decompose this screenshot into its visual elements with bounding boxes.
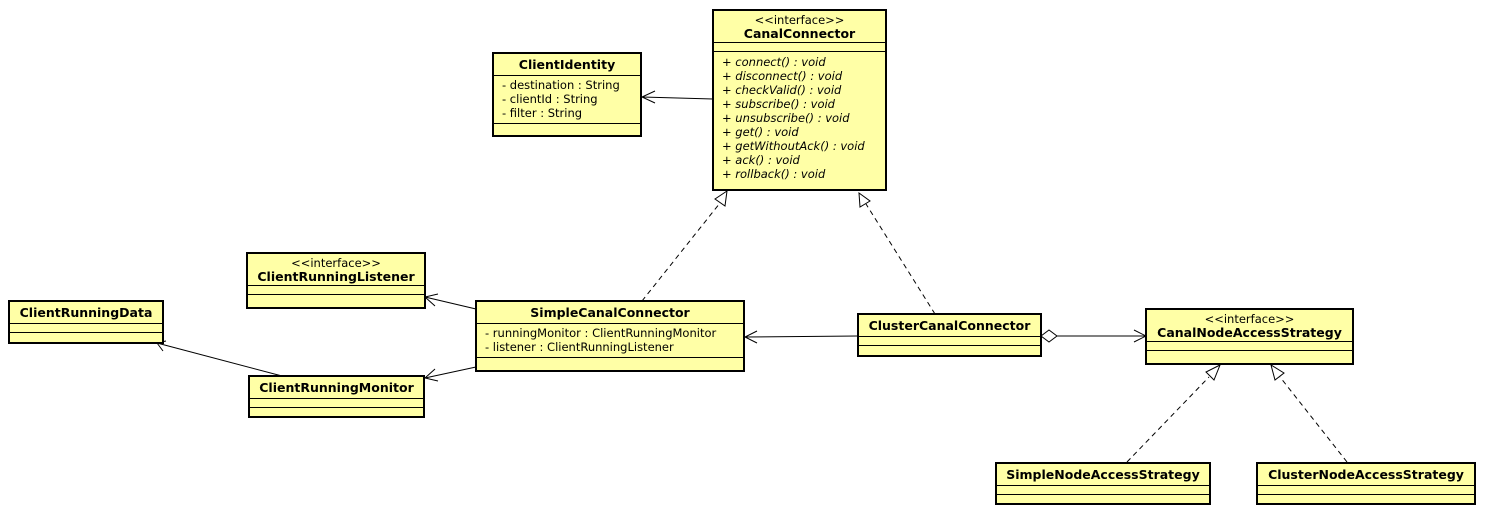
class-header: ClientRunningData [10,302,162,323]
class-header: ClientRunningMonitor [250,377,423,398]
relationship-simplenodeaccessstrategy-realizes-canalnodeaccessstrategy [1126,363,1221,463]
operation: + checkValid() : void [722,83,842,97]
attributes-compartment [250,398,423,407]
attributes-compartment [997,485,1209,494]
relationship-canalconnector-clientidentity [640,90,714,104]
operations-compartment [997,494,1209,500]
operation: + connect() : void [722,55,826,69]
class-clientrunninglistener: <<interface>> ClientRunningListener [246,252,426,309]
attributes-compartment [1147,341,1352,350]
class-header: ClusterCanalConnector [859,315,1040,336]
class-name: ClusterNodeAccessStrategy [1268,467,1464,482]
relationship-clustercanalconnector-simplecanalconnector [743,330,859,344]
operation: + getWithoutAck() : void [722,139,865,153]
operations-compartment [250,407,423,413]
class-clusternodeaccessstrategy: ClusterNodeAccessStrategy [1256,462,1476,505]
class-header: <<interface>> ClientRunningListener [248,254,424,285]
relationship-clustercanalconnector-aggregates-canalnodeaccessstrategy [1040,329,1148,343]
operation: + ack() : void [722,153,800,167]
attributes-compartment [714,42,885,51]
operations-compartment [248,294,424,300]
operations-compartment [10,332,162,338]
attributes-compartment [10,323,162,332]
operation: + rollback() : void [722,167,826,181]
attribute: - listener : ClientRunningListener [485,340,674,354]
relationship-clusternodeaccessstrategy-realizes-canalnodeaccessstrategy [1270,363,1348,463]
class-header: ClusterNodeAccessStrategy [1258,464,1474,485]
class-name: ClusterCanalConnector [868,318,1031,333]
class-stereotype: <<interface>> [291,256,381,270]
operation: + unsubscribe() : void [722,111,850,125]
class-simplenodeaccessstrategy: SimpleNodeAccessStrategy [995,462,1211,505]
class-stereotype: <<interface>> [754,13,845,27]
class-simplecanalconnector: SimpleCanalConnector - runningMonitor : … [475,300,745,372]
operations-compartment [1258,494,1474,500]
attribute: - filter : String [502,106,583,120]
attributes-compartment: - destination : String - clientId : Stri… [494,75,640,123]
class-name: CanalNodeAccessStrategy [1157,325,1342,340]
operation: + disconnect() : void [722,69,843,83]
attributes-compartment [859,336,1040,345]
class-name: ClientRunningData [19,305,153,320]
operations-compartment [1147,350,1352,356]
operation: + get() : void [722,125,799,139]
operations-compartment [859,345,1040,351]
class-name: ClientRunningMonitor [259,380,414,395]
class-header: SimpleNodeAccessStrategy [997,464,1209,485]
class-canalnodeaccessstrategy: <<interface>> CanalNodeAccessStrategy [1145,308,1354,365]
attributes-compartment: - runningMonitor : ClientRunningMonitor … [477,323,743,357]
operation: + subscribe() : void [722,97,835,111]
relationship-clustercanalconnector-realizes-canalconnector [858,191,936,315]
class-clientrunningmonitor: ClientRunningMonitor [248,375,425,418]
class-name: ClientRunningListener [257,269,415,284]
class-name: ClientIdentity [518,57,616,72]
attribute: - runningMonitor : ClientRunningMonitor [485,326,717,340]
relationship-simplecanalconnector-clientrunninglistener [423,293,477,310]
class-header: <<interface>> CanalNodeAccessStrategy [1147,310,1352,341]
class-name: CanalConnector [743,26,856,41]
class-name: SimpleCanalConnector [530,305,690,320]
class-header: SimpleCanalConnector [477,302,743,323]
operations-compartment: + connect() : void + disconnect() : void… [714,51,885,184]
relationship-simplecanalconnector-clientrunningmonitor [423,366,477,382]
class-clustercanalconnector: ClusterCanalConnector [857,313,1042,357]
class-clientrunningdata: ClientRunningData [8,300,164,344]
class-clientidentity: ClientIdentity - destination : String - … [492,52,642,137]
class-name: SimpleNodeAccessStrategy [1006,467,1200,482]
attributes-compartment [248,285,424,294]
class-canalconnector: <<interface>> CanalConnector + connect()… [712,9,887,191]
attribute: - destination : String [502,78,620,92]
attribute: - clientId : String [502,92,598,106]
attributes-compartment [1258,485,1474,494]
class-stereotype: <<interface>> [1204,312,1295,326]
class-header: ClientIdentity [494,54,640,75]
class-header: <<interface>> CanalConnector [714,11,885,42]
operations-compartment [477,357,743,363]
relationship-simplecanalconnector-realizes-canalconnector [641,189,728,302]
relationship-clientrunningmonitor-clientrunningdata [156,340,283,377]
operations-compartment [494,123,640,129]
